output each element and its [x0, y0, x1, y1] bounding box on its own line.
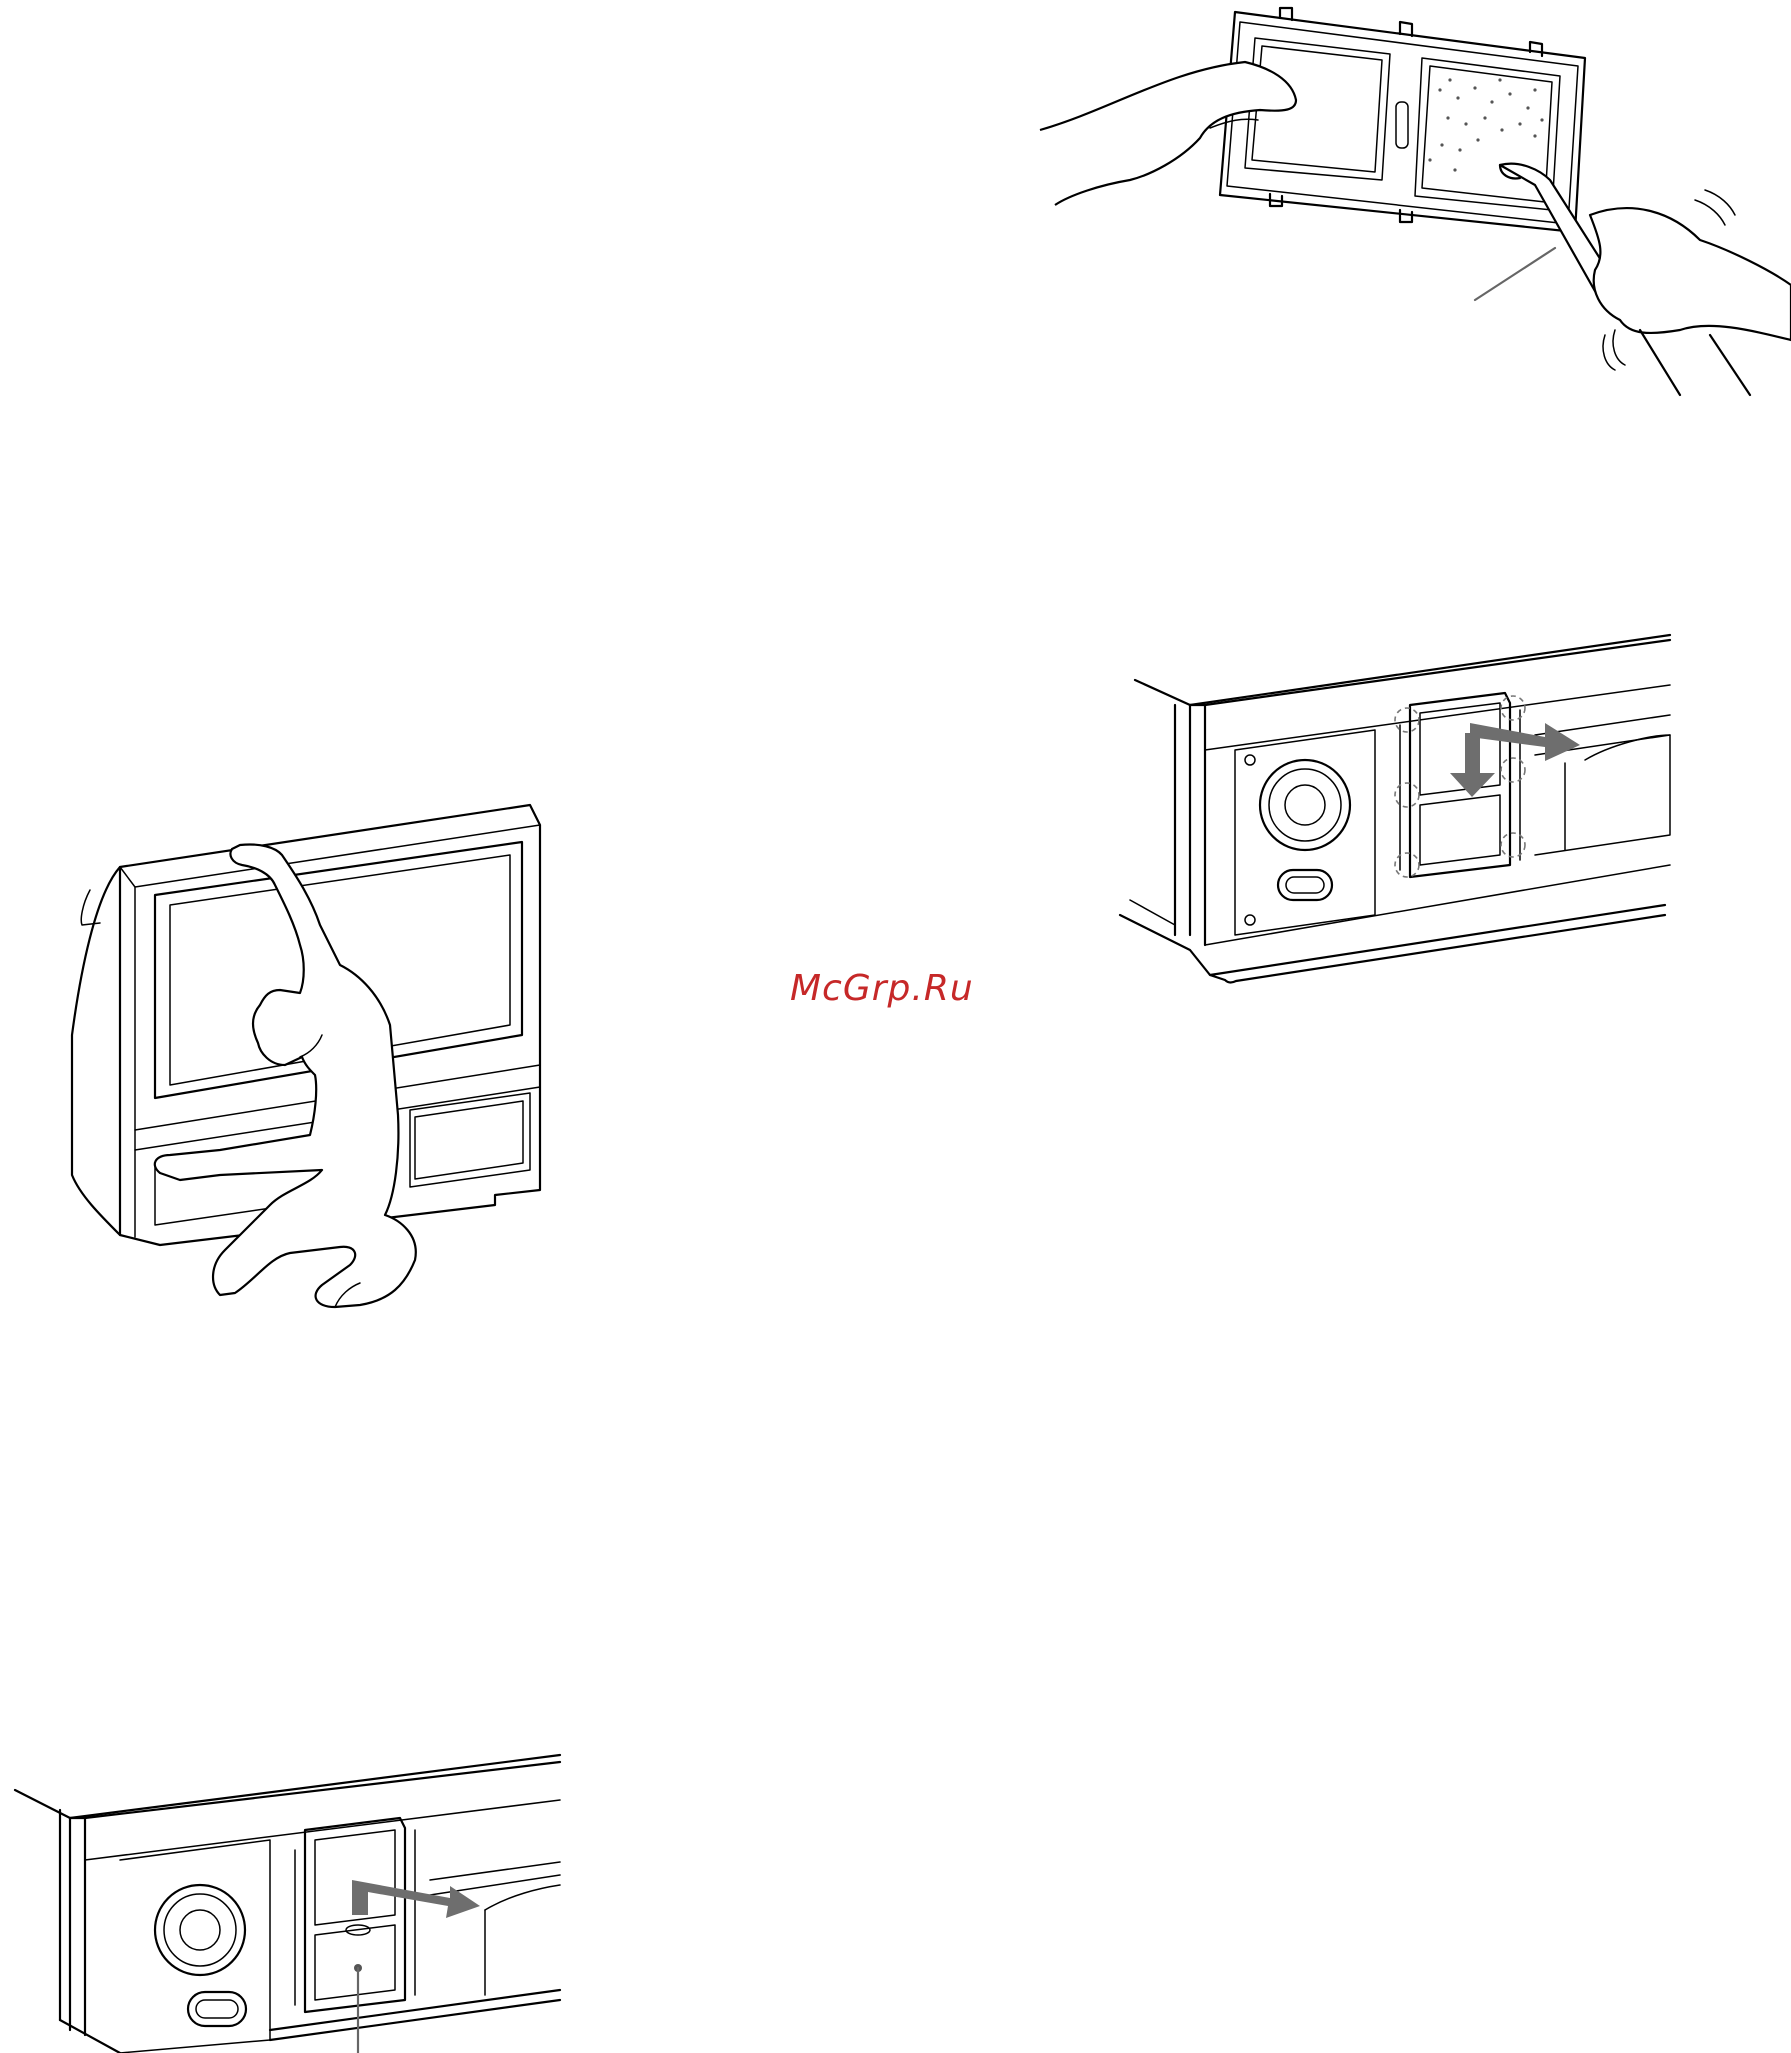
arrow-right-icon — [1470, 723, 1580, 761]
filter-cleaning-illustration — [1030, 0, 1791, 420]
arrow-right-icon — [352, 1880, 480, 1918]
arrow-down-icon — [1450, 733, 1495, 797]
person-kneeling-beside-projection-tv-icon — [60, 795, 560, 1335]
filter-install-illustration — [1110, 615, 1790, 995]
person-tv-illustration — [60, 795, 560, 1335]
filter-remove-illustration — [0, 1700, 580, 2053]
dust-dots — [1428, 78, 1543, 171]
filter-removal-arrow-icon — [0, 1700, 580, 2053]
watermark-text: McGrp.Ru — [790, 968, 1020, 1009]
filter-reinsertion-arrows-icon — [1110, 615, 1790, 995]
vacuum-nozzle-cleaning-filter-icon — [1030, 0, 1791, 420]
